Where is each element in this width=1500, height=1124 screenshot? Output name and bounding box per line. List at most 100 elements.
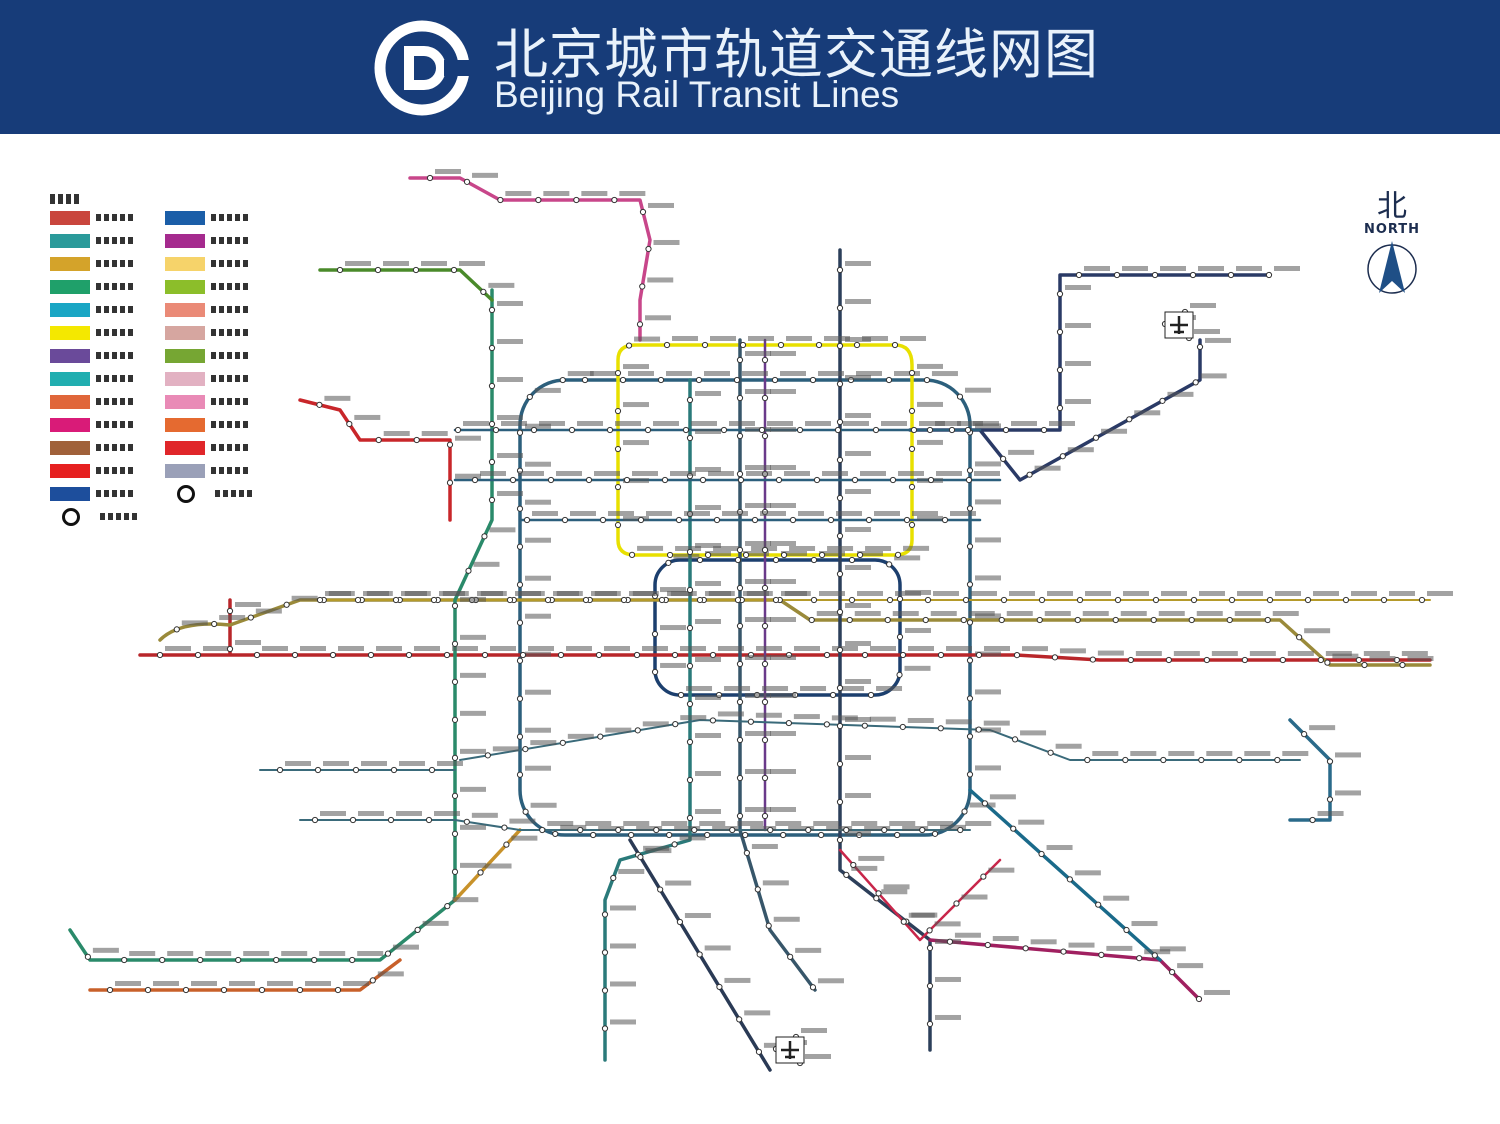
station-marker[interactable] xyxy=(1324,659,1331,666)
station-marker[interactable] xyxy=(595,651,603,659)
station-marker[interactable] xyxy=(599,516,607,524)
station-marker[interactable] xyxy=(623,476,631,484)
station-marker[interactable] xyxy=(899,651,907,659)
station-marker[interactable] xyxy=(957,826,964,834)
station-marker[interactable] xyxy=(392,596,400,604)
station-marker[interactable] xyxy=(926,426,934,434)
station-marker[interactable] xyxy=(1000,596,1008,604)
station-marker[interactable] xyxy=(1123,926,1130,934)
station-marker[interactable] xyxy=(552,830,559,838)
station-marker[interactable] xyxy=(789,516,797,524)
station-marker[interactable] xyxy=(1056,328,1064,336)
station-marker[interactable] xyxy=(926,1020,934,1028)
station-marker[interactable] xyxy=(777,341,785,349)
station-marker[interactable] xyxy=(686,700,694,708)
station-marker[interactable] xyxy=(247,614,254,621)
station-marker[interactable] xyxy=(414,926,421,933)
station-marker[interactable] xyxy=(1228,596,1236,604)
station-marker[interactable] xyxy=(836,722,844,730)
station-marker[interactable] xyxy=(836,570,844,578)
station-marker[interactable] xyxy=(980,873,987,880)
station-marker[interactable] xyxy=(701,341,709,349)
station-marker[interactable] xyxy=(516,429,524,436)
station-marker[interactable] xyxy=(637,516,645,524)
station-marker[interactable] xyxy=(956,393,964,400)
station-marker[interactable] xyxy=(451,792,459,799)
station-marker[interactable] xyxy=(1075,271,1083,279)
station-marker[interactable] xyxy=(780,831,787,839)
station-marker[interactable] xyxy=(961,808,968,815)
station-marker[interactable] xyxy=(197,956,204,964)
station-marker[interactable] xyxy=(686,662,694,670)
station-marker[interactable] xyxy=(1011,736,1019,743)
station-marker[interactable] xyxy=(1060,948,1067,955)
station-marker[interactable] xyxy=(808,616,815,624)
station-marker[interactable] xyxy=(1038,850,1045,858)
station-marker[interactable] xyxy=(931,830,939,837)
station-marker[interactable] xyxy=(682,426,690,434)
station-marker[interactable] xyxy=(937,651,945,659)
station-marker[interactable] xyxy=(352,766,360,774)
station-marker[interactable] xyxy=(736,660,744,668)
station-marker[interactable] xyxy=(736,470,744,478)
station-marker[interactable] xyxy=(666,831,673,839)
station-marker[interactable] xyxy=(544,596,552,604)
station-marker[interactable] xyxy=(671,841,678,848)
station-marker[interactable] xyxy=(1136,955,1143,962)
station-marker[interactable] xyxy=(696,596,704,604)
station-marker[interactable] xyxy=(465,567,472,574)
station-marker[interactable] xyxy=(975,651,983,659)
station-marker[interactable] xyxy=(509,476,517,484)
station-marker[interactable] xyxy=(836,532,844,540)
station-marker[interactable] xyxy=(1051,654,1059,661)
station-marker[interactable] xyxy=(276,766,284,774)
station-marker[interactable] xyxy=(374,266,382,274)
station-marker[interactable] xyxy=(451,602,459,609)
station-marker[interactable] xyxy=(443,651,451,659)
station-marker[interactable] xyxy=(923,376,931,384)
station-marker[interactable] xyxy=(1198,756,1205,764)
station-marker[interactable] xyxy=(1113,271,1121,279)
station-marker[interactable] xyxy=(1127,656,1134,664)
station-marker[interactable] xyxy=(497,196,504,204)
station-marker[interactable] xyxy=(1192,379,1199,386)
station-marker[interactable] xyxy=(818,831,825,839)
station-marker[interactable] xyxy=(829,691,837,699)
station-marker[interactable] xyxy=(657,886,664,893)
station-marker[interactable] xyxy=(739,341,747,349)
station-marker[interactable] xyxy=(451,868,459,875)
station-marker[interactable] xyxy=(966,695,974,702)
station-marker[interactable] xyxy=(1296,634,1303,641)
station-marker[interactable] xyxy=(922,616,929,624)
station-marker[interactable] xyxy=(522,746,529,753)
station-marker[interactable] xyxy=(787,953,794,960)
station-marker[interactable] xyxy=(823,651,831,659)
station-marker[interactable] xyxy=(686,586,694,594)
station-marker[interactable] xyxy=(761,660,769,668)
station-marker[interactable] xyxy=(503,841,510,848)
station-marker[interactable] xyxy=(1266,596,1274,604)
station-marker[interactable] xyxy=(375,436,382,444)
station-marker[interactable] xyxy=(590,831,597,839)
station-marker[interactable] xyxy=(894,831,901,839)
station-marker[interactable] xyxy=(734,556,742,564)
station-marker[interactable] xyxy=(346,420,353,428)
station-marker[interactable] xyxy=(481,651,489,659)
station-marker[interactable] xyxy=(908,407,916,415)
station-marker[interactable] xyxy=(349,816,357,824)
station-marker[interactable] xyxy=(450,266,458,274)
station-marker[interactable] xyxy=(1114,596,1122,604)
station-marker[interactable] xyxy=(666,551,674,559)
station-marker[interactable] xyxy=(387,816,395,824)
station-marker[interactable] xyxy=(729,826,736,834)
station-marker[interactable] xyxy=(1241,656,1248,664)
station-marker[interactable] xyxy=(601,987,609,994)
station-marker[interactable] xyxy=(981,800,989,807)
station-marker[interactable] xyxy=(1188,616,1195,624)
station-marker[interactable] xyxy=(699,476,707,484)
station-marker[interactable] xyxy=(761,432,769,440)
station-marker[interactable] xyxy=(405,651,413,659)
station-marker[interactable] xyxy=(516,771,524,778)
station-marker[interactable] xyxy=(809,984,817,991)
station-marker[interactable] xyxy=(836,266,844,274)
